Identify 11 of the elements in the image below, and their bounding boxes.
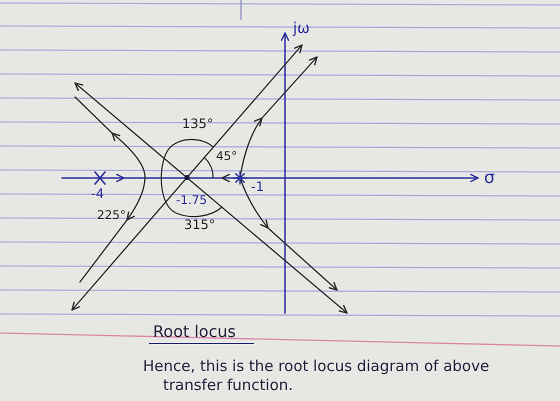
angle-label: 45° — [216, 150, 238, 162]
title: Root locus — [149, 322, 254, 344]
axis-label: σ — [484, 170, 495, 187]
angle-label: 315° — [184, 219, 216, 232]
pole-label: -1 — [251, 181, 264, 194]
angle-label: 135° — [182, 118, 214, 131]
angle-label: 225° — [97, 209, 126, 221]
caption: Hence, this is the root locus diagram of above transfer function. — [143, 357, 490, 395]
pole-label: -4 — [91, 188, 104, 201]
centroid-label: -1.75 — [176, 194, 208, 206]
axis-label: jω — [293, 21, 310, 36]
